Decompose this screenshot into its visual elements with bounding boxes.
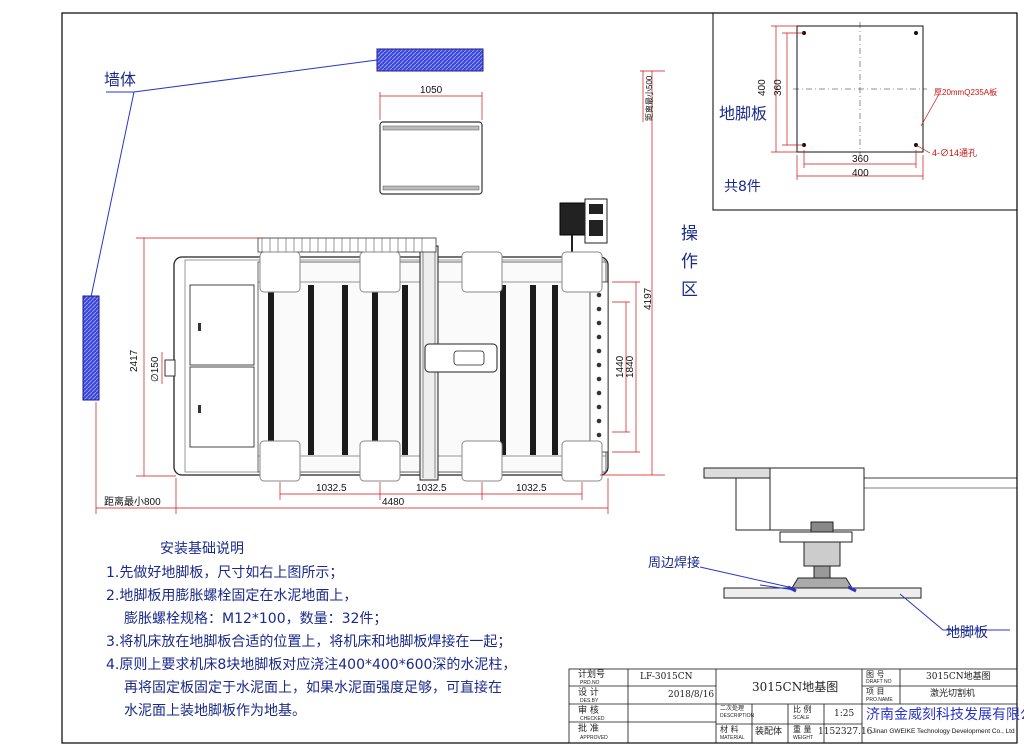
title-block-grid (568, 668, 1018, 744)
tb-prd-value: LF-3015CN (640, 672, 693, 682)
dim-wall-gap: 距离最小500 (645, 75, 654, 121)
drawing-border (61, 12, 1018, 744)
tb-drawing-title: 3015CN地基图 (752, 680, 839, 694)
dimension-lines (95, 70, 665, 514)
plate-material: 厚20mmQ235A板 (934, 88, 998, 97)
control-panel (559, 202, 587, 236)
plate-dim-400-horizontal: 400 (852, 168, 869, 179)
tb-proj-value: 激光切割机 (930, 689, 976, 699)
wall-leader-left (90, 91, 135, 298)
tb-material-value: 装配体 (755, 727, 783, 737)
note-line-2: 2.地脚板用膨胀螺栓固定在水泥地面上， (106, 588, 358, 604)
dim-4480: 4480 (382, 497, 405, 508)
wall-left (82, 295, 100, 401)
wall-leader-top (133, 59, 378, 93)
tb-appr-en: APPROVED (580, 735, 608, 741)
foot-plates (259, 251, 603, 482)
dim-1032-5-a: 1032.5 (316, 483, 347, 494)
tb-draft-en: DRAFT NO (866, 679, 892, 685)
note-line-7: 水泥面上装地脚板作为地基。 (124, 703, 306, 719)
note-line-6: 再将固定板固定于水泥面上，如果水泥面强度足够，可直接在 (124, 680, 502, 696)
tb-scale-en: SCALE (793, 715, 810, 721)
detail-box (712, 12, 1018, 211)
tb-des-en: DES.BY (580, 698, 599, 704)
operation-area-char-2: 作 (681, 252, 698, 272)
foot-plate-bottom-label: 地脚板 (946, 625, 988, 641)
dim-min-800: 距离最小800 (104, 497, 161, 508)
tb-material-en: MATERIAL (720, 735, 745, 741)
tb-appr-label: 批 准 (578, 724, 599, 734)
tb-proj-label: 项 目 (866, 687, 885, 696)
dim-150: ∅150 (150, 356, 161, 382)
wall-top (376, 48, 484, 72)
wall-label: 墙体 (104, 70, 137, 89)
note-line-1: 1.先做好地脚板，尺寸如右上图所示； (106, 565, 344, 581)
dim-2417: 2417 (129, 349, 140, 372)
plate-dim-360-vertical: 360 (773, 79, 784, 96)
tb-material-label: 材 料 (720, 725, 739, 734)
operation-area-char-3: 区 (681, 280, 698, 300)
dim-1050: 1050 (420, 85, 443, 96)
tb-weight-en: WEIGHT (793, 735, 813, 741)
chiller-unit (379, 121, 483, 195)
tb-des-label: 设 计 (578, 688, 599, 698)
tb-company-cn: 济南金威刻科技发展有限公司 (866, 707, 1024, 723)
plate-dim-400-vertical: 400 (757, 79, 768, 96)
weld-detail (703, 467, 922, 599)
tb-desc-label: 二次处理 (720, 705, 745, 712)
tb-draft-label: 图 号 (866, 670, 885, 679)
plate-count: 共8件 (724, 179, 761, 195)
cabinet-upper (189, 284, 255, 366)
tb-prd-label: 计划号 (578, 670, 606, 680)
dim-1032-5-c: 1032.5 (516, 483, 547, 494)
tb-weight-label: 重 量 (793, 725, 812, 734)
tb-scale-label: 比 例 (793, 705, 812, 714)
weld-label: 周边焊接 (648, 556, 701, 571)
tb-chk-en: CHECKED (580, 716, 605, 722)
tb-desc-en: DESCRIPTION (720, 713, 755, 719)
note-line-5: 4.原则上要求机床8块地脚板对应浇注400*400*600深的水泥柱， (106, 657, 517, 673)
dim-1840: 1840 (625, 355, 636, 378)
tb-scale-value: 1:25 (834, 709, 855, 719)
tb-proj-en: PRO.NAME (866, 697, 893, 703)
dim-1032-5-b: 1032.5 (416, 483, 447, 494)
operation-area-char-1: 操 (681, 224, 698, 244)
tb-company-en: Jinan GWEIKE Technology Development Co.,… (872, 728, 1015, 735)
plate-dim-360-horizontal: 360 (852, 154, 869, 165)
tb-chk-label: 审 核 (578, 706, 599, 716)
notes-title: 安装基础说明 (160, 541, 244, 557)
note-line-4: 3.将机床放在地脚板合适的位置上，将机床和地脚板焊接在一起； (106, 634, 512, 650)
bed-slats (268, 285, 558, 455)
tb-weight-value: 1152327.16 (818, 727, 873, 737)
foot-plate-label: 地脚板 (719, 104, 768, 123)
dim-4197: 4197 (643, 287, 654, 310)
tb-date: 2018/8/16 (668, 690, 715, 700)
tb-draft-value: 3015CN地基图 (926, 672, 991, 682)
tb-prd-en: PRD.NO (580, 680, 600, 686)
plate-holes: 4-∅14通孔 (932, 148, 978, 158)
note-line-3: 膨胀螺栓规格：M12*100，数量：32件； (124, 611, 388, 627)
